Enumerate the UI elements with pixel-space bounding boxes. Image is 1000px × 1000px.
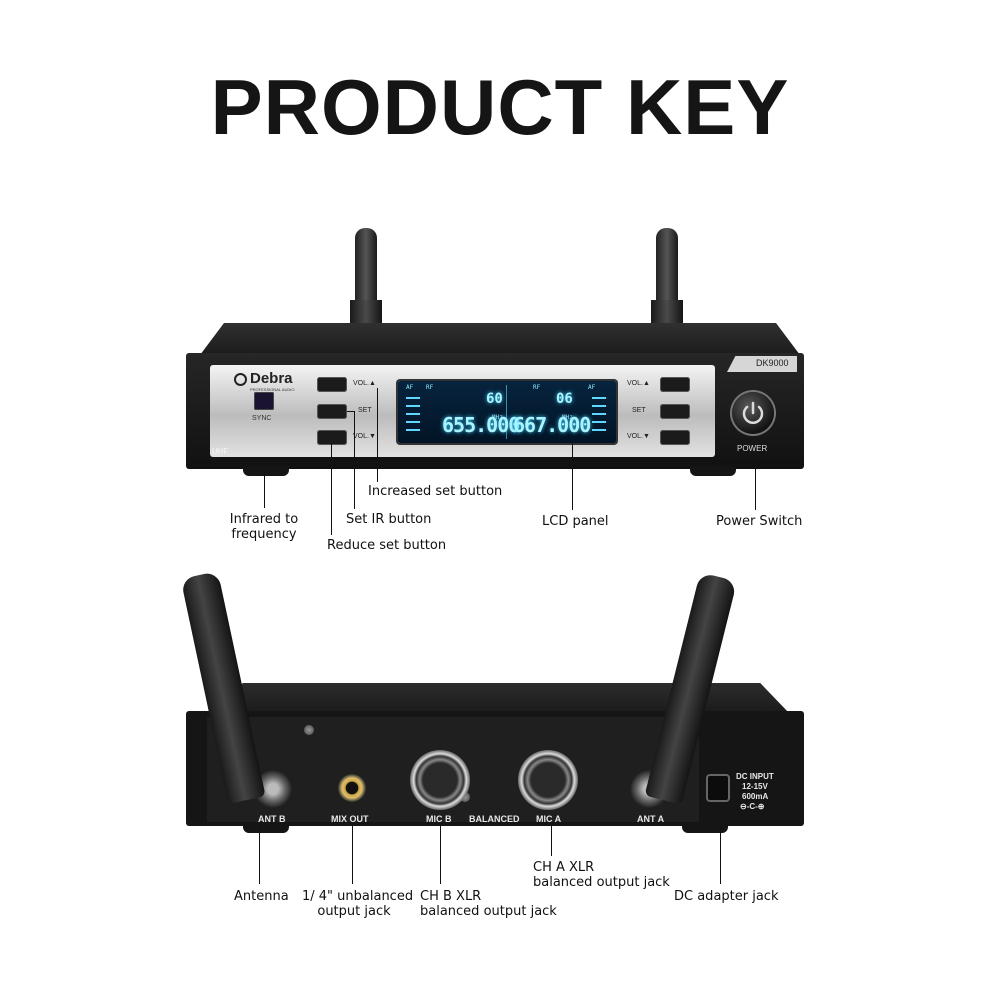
lcd-level-bar [592, 405, 606, 407]
lcd-panel: AF RF AF RF 60 06 655.000 667.000 MHz MH… [398, 381, 616, 443]
label-ch-b-line1: CH B XLR [420, 889, 482, 904]
lcd-level-bar [406, 413, 420, 415]
label-infrared-line2: frequency [231, 527, 297, 542]
label-jack-line1: 1/ 4" unbalanced [302, 889, 414, 904]
label-infrared-line1: Infrared to [229, 512, 299, 527]
label-increased-set-button: Increased set button [368, 484, 503, 499]
front-foot-right [690, 466, 736, 476]
lcd-channel-a: 60 [486, 391, 503, 407]
leader-antenna [259, 826, 260, 884]
power-icon [742, 401, 764, 424]
label-set-ir-button: Set IR button [346, 512, 432, 527]
lcd-frequency-b: 667.000 [513, 413, 591, 437]
mix-out-label: MIX OUT [331, 814, 369, 824]
lcd-af-left: AF [406, 384, 414, 391]
label-power-switch: Power Switch [716, 514, 803, 529]
left-vol-up-button[interactable] [317, 377, 347, 392]
lcd-frequency-a: 655.000 [442, 413, 520, 437]
dc-polarity-label: ⊖-C-⊕ [740, 802, 765, 811]
left-vol-down-button[interactable] [317, 430, 347, 445]
label-lcd-panel: LCD panel [542, 514, 609, 529]
mic-a-xlr-jack[interactable] [518, 750, 578, 810]
leader-set-ir [354, 411, 355, 509]
right-vol-up-label: VOL.▲ [627, 380, 650, 387]
front-foot-left [243, 466, 289, 476]
power-label: POWER [737, 444, 768, 453]
leader-mix-out [352, 826, 353, 884]
power-button[interactable] [732, 392, 774, 434]
lcd-divider [506, 385, 507, 439]
lcd-af-right: AF [588, 384, 596, 391]
leader-mic-a [551, 826, 552, 856]
label-antenna: Antenna [234, 889, 289, 904]
lcd-unit-a: MHz [492, 414, 503, 421]
lcd-level-bar [406, 421, 420, 423]
screw-icon [460, 792, 470, 802]
lcd-channel-b: 06 [556, 391, 573, 407]
label-reduce-set-button: Reduce set button [327, 538, 447, 553]
label-jack-line2: output jack [317, 904, 391, 919]
right-vol-up-button[interactable] [660, 377, 690, 392]
leader-mic-b [440, 826, 441, 884]
screw-icon [304, 725, 314, 735]
right-vol-down-button[interactable] [660, 430, 690, 445]
left-set-button[interactable] [317, 404, 347, 419]
balanced-label: BALANCED [469, 814, 520, 824]
mic-a-label: MIC A [536, 814, 562, 824]
label-ch-b-line2: balanced output jack [420, 904, 557, 919]
leader-lcd [572, 442, 573, 510]
model-plate [727, 356, 797, 372]
lcd-level-bar [406, 429, 420, 431]
leader-power [755, 458, 756, 510]
right-set-label: SET [632, 407, 646, 414]
lcd-rf-left: RF [426, 384, 434, 391]
lcd-unit-b: MHz [562, 414, 573, 421]
ant-b-label: ANT B [258, 814, 286, 824]
front-case-top [200, 323, 800, 355]
uhf-label: UHF [212, 447, 229, 456]
ant-a-label: ANT A [637, 814, 665, 824]
leader-increased [377, 388, 378, 482]
infrared-sync-window[interactable] [254, 392, 274, 410]
brand-name: Debra [250, 370, 293, 387]
leader-dc [720, 826, 721, 884]
brand-tagline: PROFESSIONAL AUDIO [250, 387, 295, 392]
right-vol-down-label: VOL.▼ [627, 433, 650, 440]
sync-label: SYNC [252, 415, 272, 422]
right-set-button[interactable] [660, 404, 690, 419]
dc-voltage-label: 12-15V [742, 782, 768, 791]
rear-foot-right [682, 824, 728, 833]
leader-infrared [264, 470, 265, 508]
leader-set-ir-h [347, 411, 355, 412]
lcd-level-bar [592, 397, 606, 399]
lcd-level-bar [592, 429, 606, 431]
brand-logo-icon [234, 373, 247, 386]
model-label: DK9000 [756, 358, 789, 368]
mic-b-label: MIC B [426, 814, 452, 824]
lcd-rf-right: RF [533, 384, 541, 391]
left-vol-down-label: VOL.▼ [353, 433, 376, 440]
dc-adapter-jack[interactable] [708, 776, 728, 800]
left-vol-up-label: VOL.▲ [353, 380, 376, 387]
mix-out-jack[interactable] [338, 774, 366, 802]
lcd-level-bar [406, 397, 420, 399]
page-title: PRODUCT KEY [210, 63, 790, 151]
label-dc-adapter-jack: DC adapter jack [674, 889, 779, 904]
label-ch-a-line2: balanced output jack [533, 875, 670, 890]
rear-unit: MIX OUT MIC B BALANCED MIC A ANT B ANT A… [0, 571, 1000, 840]
uhf-sublabel: WIRELESS MICROPHONE [233, 449, 295, 455]
dc-input-label: DC INPUT [736, 772, 774, 781]
label-ch-a-line1: CH A XLR [533, 860, 595, 875]
leader-reduce [331, 443, 332, 535]
rear-foot-left [243, 824, 289, 833]
front-unit: Debra PROFESSIONAL AUDIO SYNC DK9000 UHF… [186, 228, 804, 476]
lcd-level-bar [592, 413, 606, 415]
lcd-level-bar [592, 421, 606, 423]
left-set-label: SET [358, 407, 372, 414]
dc-current-label: 600mA [742, 792, 769, 801]
lcd-level-bar [406, 405, 420, 407]
mic-b-xlr-jack[interactable] [410, 750, 470, 810]
